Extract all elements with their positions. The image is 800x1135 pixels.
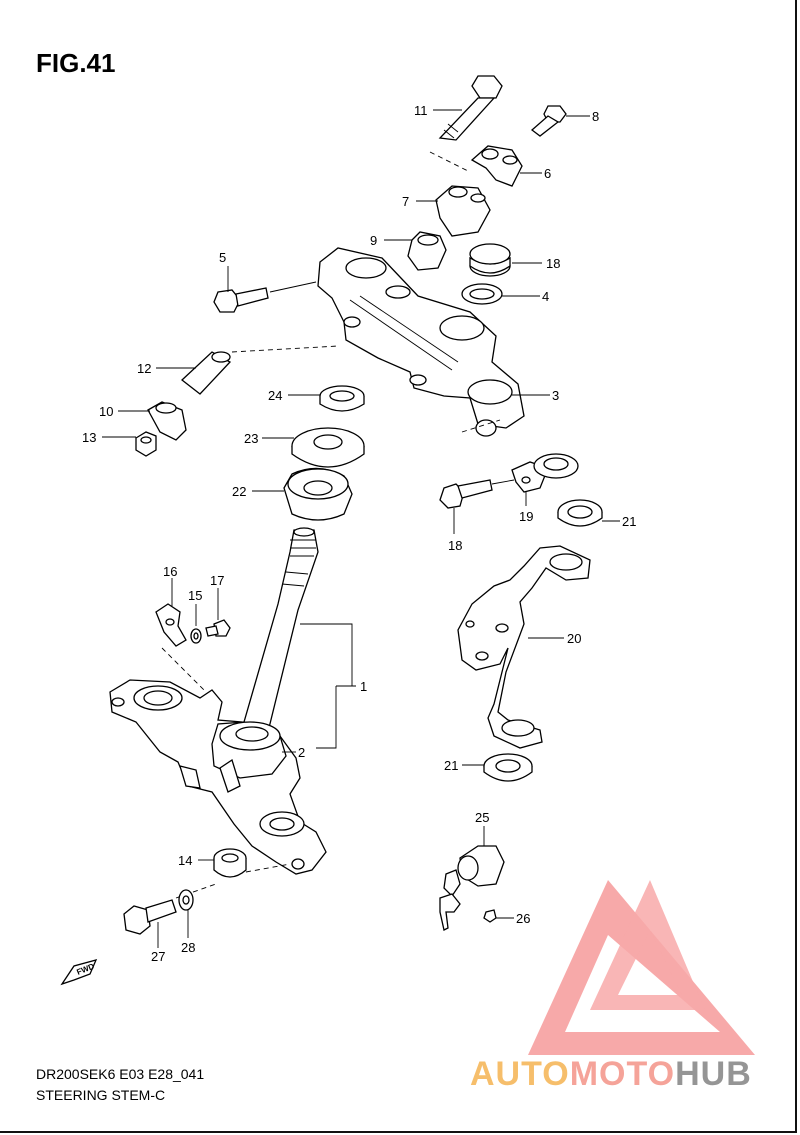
callout-21-upper: 21 <box>622 514 636 529</box>
callout-14: 14 <box>178 853 192 868</box>
part-18-bolt-lower <box>439 479 493 509</box>
callout-16: 16 <box>163 564 177 579</box>
callout-23: 23 <box>244 431 258 446</box>
part-22-bearing <box>283 467 353 521</box>
callout-13: 13 <box>82 430 96 445</box>
fwd-arrow-icon: FWD <box>60 959 98 986</box>
callout-18-upper: 5 <box>219 250 226 265</box>
callout-12: 12 <box>137 361 151 376</box>
callout-20: 20 <box>567 631 581 646</box>
callout-26: 26 <box>516 911 530 926</box>
callout-22: 22 <box>232 484 246 499</box>
part-14-grommet <box>213 848 247 878</box>
watermark-moto: MOTO <box>570 1055 675 1093</box>
callout-15: 15 <box>188 588 202 603</box>
watermark-text: AUTOMOTOHUB <box>470 1055 752 1093</box>
callout-9: 9 <box>370 233 377 248</box>
watermark-triangle-outer <box>528 880 755 1055</box>
part-27-bolt <box>123 899 177 935</box>
part-25-steering-lock <box>439 845 505 931</box>
callout-17: 17 <box>210 573 224 588</box>
callout-3: 3 <box>552 388 559 403</box>
callout-19: 19 <box>519 509 533 524</box>
part-11-bolt <box>438 75 503 141</box>
callout-2: 2 <box>298 745 305 760</box>
callout-27: 27 <box>151 949 165 964</box>
part-1-steering-stem <box>109 527 327 875</box>
part-3-upper-bracket <box>317 247 525 437</box>
part-21-grommet-lower <box>483 753 533 782</box>
part-21-grommet-upper <box>533 453 579 479</box>
callout-6: 6 <box>544 166 551 181</box>
part-28-washer <box>178 889 194 911</box>
callout-11: 11 <box>414 103 428 118</box>
part-9-damper <box>407 231 447 271</box>
callout-8: 8 <box>592 109 599 124</box>
figure-description: STEERING STEM-C <box>36 1087 166 1103</box>
callout-25: 25 <box>475 810 489 825</box>
part-21-grommet-mid <box>557 499 603 527</box>
part-18-bolt-upper <box>213 287 269 313</box>
watermark-auto: AUTO <box>470 1055 570 1093</box>
watermark-triangle-inner <box>590 880 705 1010</box>
callout-1: 1 <box>360 679 367 694</box>
figure-code: DR200SEK6 E03 E28_041 <box>36 1066 205 1082</box>
part-7-lower-holder <box>435 185 491 237</box>
part-5-washer <box>461 283 503 305</box>
callout-5: 4 <box>542 289 549 304</box>
callout-28: 28 <box>181 940 195 955</box>
callout-10: 10 <box>99 404 113 419</box>
callout-24: 24 <box>268 388 282 403</box>
part-23-dust-seal <box>291 427 365 468</box>
callout-21-lower: 21 <box>444 758 458 773</box>
part-17-screw <box>205 619 231 637</box>
part-20-meter-bracket <box>457 545 591 749</box>
callout-18-lower: 18 <box>448 538 462 553</box>
part-10-cushion <box>147 401 187 441</box>
part-8-small-bolt <box>530 105 567 137</box>
callout-7: 7 <box>402 194 409 209</box>
watermark-hub: HUB <box>675 1055 752 1093</box>
part-12-collar <box>180 351 232 395</box>
part-4-cap <box>469 243 511 277</box>
figure-title: FIG.41 <box>36 48 116 78</box>
callout-4: 18 <box>546 256 560 271</box>
part-26-screw <box>483 909 497 923</box>
part-13-nut <box>135 431 157 457</box>
part-15-washer <box>190 628 202 644</box>
watermark-logo: AUTOMOTOHUB <box>470 880 755 1093</box>
part-16-clamp <box>155 603 187 647</box>
part-24-stem-nut <box>319 385 365 412</box>
part-6-upper-holder <box>470 145 523 187</box>
